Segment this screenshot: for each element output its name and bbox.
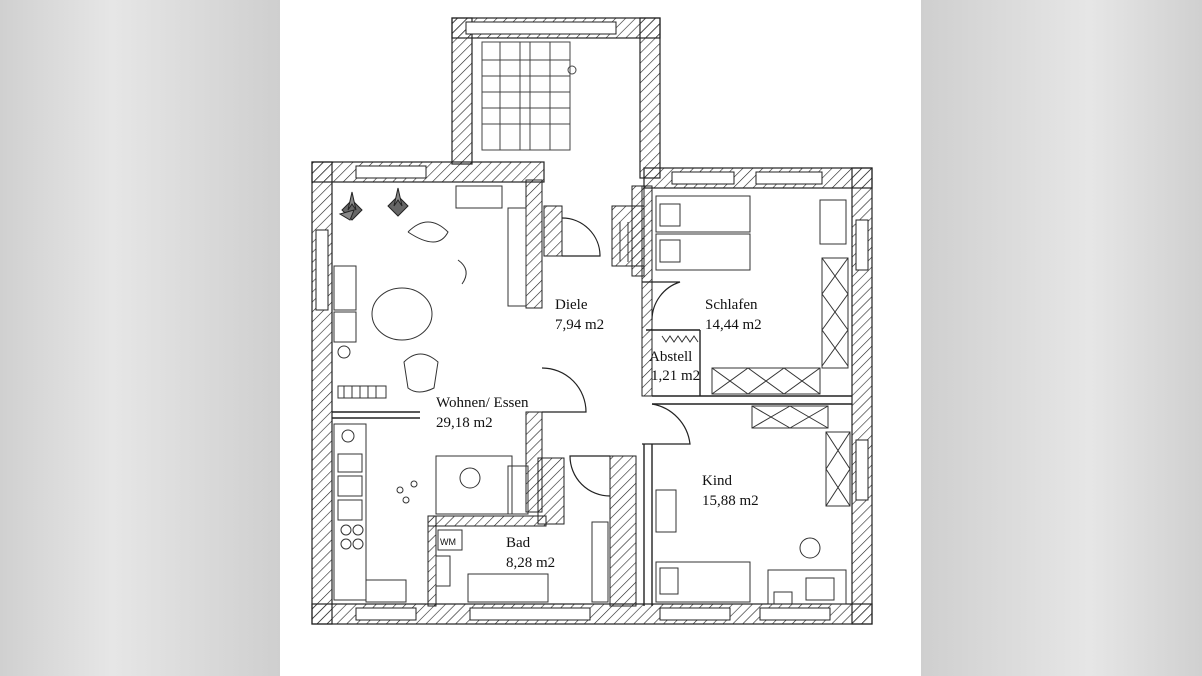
room-name-wohnen: Wohnen/ Essen bbox=[436, 395, 529, 411]
doors bbox=[541, 217, 691, 497]
abstell-shelf bbox=[619, 222, 699, 343]
wall-top-left bbox=[311, 161, 545, 183]
door-kind bbox=[642, 403, 691, 445]
room-labels: Diele 7,94 m2 Schlafen 14,44 m2 Abstell … bbox=[436, 297, 762, 571]
door-schlafen bbox=[642, 281, 681, 321]
blurred-backdrop-right bbox=[921, 0, 1202, 676]
floor-plan-sheet bbox=[280, 0, 921, 676]
room-area-bad: 8,28 m2 bbox=[506, 555, 555, 571]
washing-machine-label: WM bbox=[440, 537, 456, 547]
room-area-kind: 15,88 m2 bbox=[702, 493, 759, 509]
plant-icon bbox=[338, 187, 409, 221]
room-area-abstell: 1,21 m2 bbox=[651, 368, 700, 384]
kitchen-counter bbox=[333, 423, 407, 603]
door-wohnen bbox=[541, 367, 587, 413]
room-name-bad: Bad bbox=[506, 535, 531, 551]
furniture-schlafen bbox=[655, 195, 849, 395]
wall-wohnen-diele-upper bbox=[525, 179, 543, 309]
wall-stair-right bbox=[639, 17, 661, 179]
staircase bbox=[481, 41, 577, 151]
room-name-schlafen: Schlafen bbox=[705, 297, 758, 313]
room-area-diele: 7,94 m2 bbox=[555, 317, 604, 333]
room-name-abstell: Abstell bbox=[649, 349, 692, 365]
wall-bottom bbox=[311, 603, 873, 625]
furniture-kind bbox=[655, 405, 851, 605]
washing-machine bbox=[437, 529, 463, 551]
wall-stair-left bbox=[451, 17, 473, 165]
blurred-backdrop-left bbox=[0, 0, 280, 676]
windows bbox=[315, 21, 869, 621]
room-name-diele: Diele bbox=[555, 297, 588, 313]
bathroom-fixtures bbox=[435, 521, 609, 603]
furniture-wohnen bbox=[333, 185, 529, 515]
partitions bbox=[332, 329, 852, 606]
room-area-wohnen: 29,18 m2 bbox=[436, 415, 493, 431]
door-bad bbox=[569, 455, 611, 497]
door-diele-top bbox=[561, 217, 601, 257]
room-area-schlafen: 14,44 m2 bbox=[705, 317, 762, 333]
room-name-kind: Kind bbox=[702, 473, 733, 489]
